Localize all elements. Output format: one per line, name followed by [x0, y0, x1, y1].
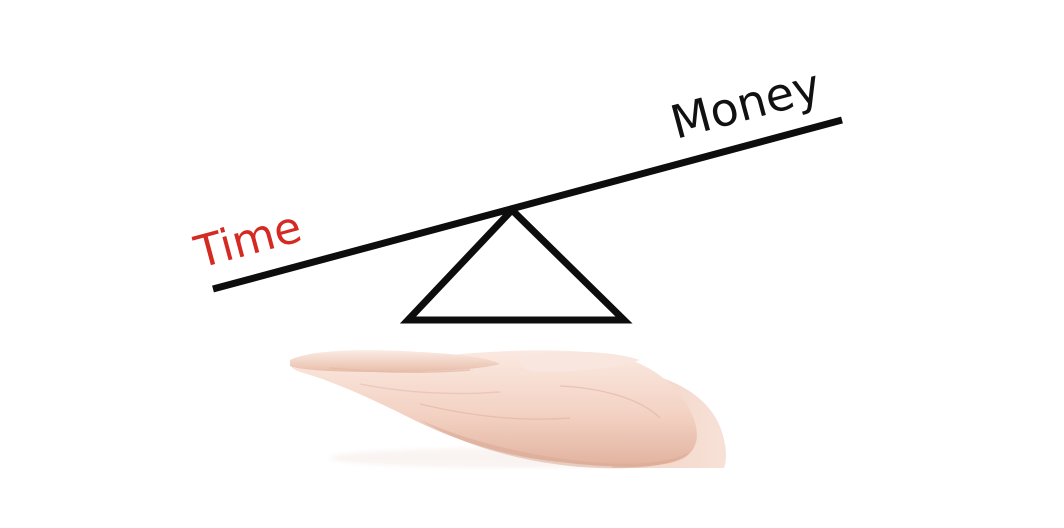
fulcrum-triangle-icon — [399, 205, 633, 324]
seesaw-beam — [212, 116, 843, 293]
open-palm-hand-icon — [290, 350, 726, 469]
